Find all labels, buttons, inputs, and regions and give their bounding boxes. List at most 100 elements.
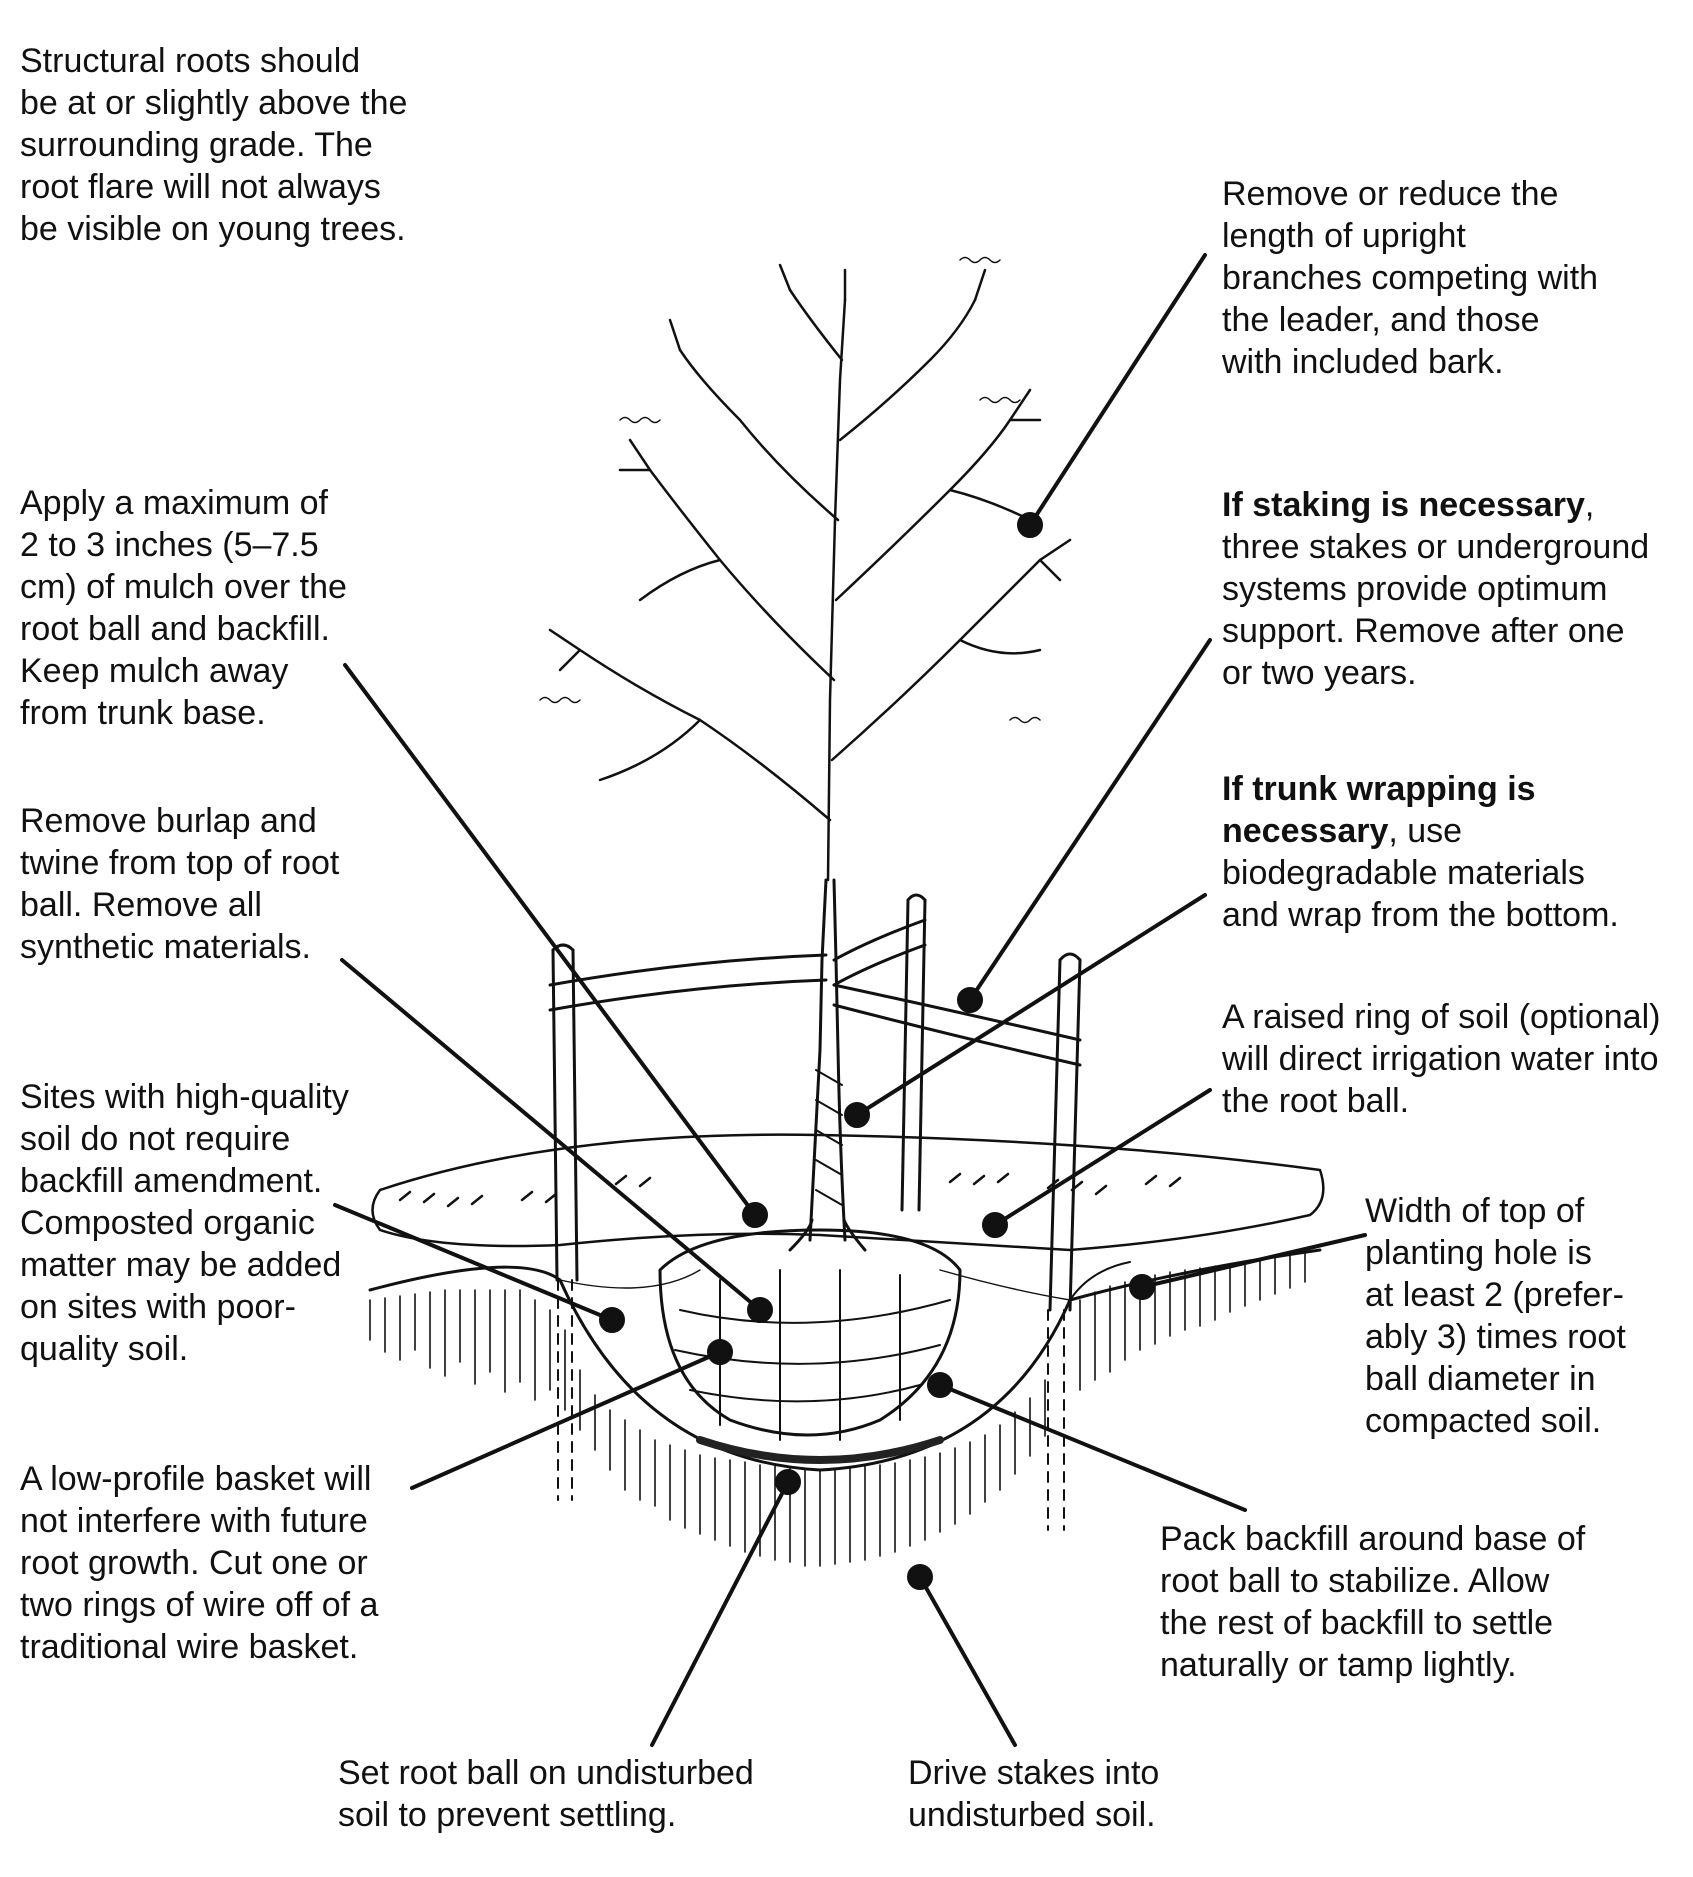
callout-line: soil to prevent settling. xyxy=(338,1796,677,1834)
callout-line: Remove burlap and xyxy=(20,802,317,840)
callout-mulch: Apply a maximum of 2 to 3 inches (5–7.5 … xyxy=(20,482,347,734)
callout-raised-ring: A raised ring of soil (optional) will di… xyxy=(1222,996,1660,1122)
callout-line: Keep mulch away xyxy=(20,652,289,690)
callout-line: Sites with high-quality xyxy=(20,1078,349,1116)
leader-pack-backfill xyxy=(938,1383,1247,1512)
mulch-layer xyxy=(371,1133,1325,1252)
callout-line: 2 to 3 inches (5–7.5 xyxy=(20,526,319,564)
callout-line: the rest of backfill to settle xyxy=(1160,1604,1554,1642)
callout-line: soil do not require xyxy=(20,1120,291,1158)
callout-line: cm) of mulch over the xyxy=(20,568,347,606)
callout-structural-roots: Structural roots should be at or slightl… xyxy=(20,40,407,250)
callout-line: and wrap from the bottom. xyxy=(1222,896,1619,934)
callout-bold: If trunk wrapping is xyxy=(1222,770,1536,808)
callout-line: naturally or tamp lightly. xyxy=(1160,1646,1517,1684)
callout-line: necessary, use xyxy=(1222,810,1619,852)
leader-dot-backfill-amend xyxy=(599,1307,625,1333)
callout-line: ball. Remove all xyxy=(20,886,262,924)
callout-backfill-amendment: Sites with high-quality soil do not requ… xyxy=(20,1076,349,1370)
callout-line: backfill amendment. xyxy=(20,1162,323,1200)
leader-burlap xyxy=(340,958,762,1312)
callout-line: be at or slightly above the xyxy=(20,84,408,122)
callout-leaders xyxy=(333,253,1367,1747)
callout-hole-width: Width of top of planting hole is at leas… xyxy=(1365,1190,1626,1442)
leader-dot-raised-ring xyxy=(982,1212,1008,1238)
callout-line: matter may be added xyxy=(20,1246,342,1284)
callout-line: Structural roots should xyxy=(20,42,361,80)
callout-line: ball diameter in xyxy=(1365,1360,1596,1398)
callout-line: not interfere with future xyxy=(20,1502,368,1540)
callout-bold: If staking is necessary xyxy=(1222,486,1585,524)
leader-set-root-ball xyxy=(650,1480,790,1747)
callout-line: the root ball. xyxy=(1222,1082,1410,1120)
callout-pack-backfill: Pack backfill around base of root ball t… xyxy=(1160,1518,1585,1686)
leader-backfill-amend xyxy=(333,1203,614,1322)
callout-line: If staking is necessary, xyxy=(1222,484,1649,526)
callout-line: undisturbed soil. xyxy=(908,1796,1156,1834)
callout-line: biodegradable materials xyxy=(1222,854,1585,892)
undisturbed-soil-hatching xyxy=(369,1253,1306,1567)
callout-line: compacted soil. xyxy=(1365,1402,1602,1440)
leader-dot-pack-backfill xyxy=(927,1372,953,1398)
tree-buds xyxy=(539,256,1041,724)
callout-wrapping: If trunk wrapping is necessary, use biod… xyxy=(1222,768,1619,936)
callout-line: twine from top of root xyxy=(20,844,340,882)
callout-line: Pack backfill around base of xyxy=(1160,1520,1586,1558)
callout-line: ably 3) times root xyxy=(1365,1318,1626,1356)
callout-set-root-ball: Set root ball on undisturbed soil to pre… xyxy=(338,1752,754,1836)
callout-line: or two years. xyxy=(1222,654,1417,692)
callout-line: on sites with poor- xyxy=(20,1288,296,1326)
leader-basket xyxy=(410,1350,722,1490)
callout-line: surrounding grade. The xyxy=(20,126,373,164)
leader-dot-drive-stakes xyxy=(907,1564,933,1590)
leader-hole-width xyxy=(1140,1233,1367,1289)
callout-line: the leader, and those xyxy=(1222,301,1540,339)
callout-text: , xyxy=(1584,486,1595,524)
leader-drive-stakes xyxy=(918,1575,1017,1747)
callout-line: length of upright xyxy=(1222,217,1466,255)
callout-line: three stakes or underground xyxy=(1222,528,1650,566)
callout-line: planting hole is xyxy=(1365,1234,1592,1272)
tree-branches xyxy=(548,263,1072,882)
callout-burlap: Remove burlap and twine from top of root… xyxy=(20,800,339,968)
leader-dot-burlap xyxy=(747,1297,773,1323)
callout-line: support. Remove after one xyxy=(1222,612,1625,650)
callout-drive-stakes: Drive stakes into undisturbed soil. xyxy=(908,1752,1159,1836)
callout-line: synthetic materials. xyxy=(20,928,311,966)
planting-hole xyxy=(368,1248,1322,1472)
leader-dot-wrapping xyxy=(844,1102,870,1128)
callout-line: branches competing with xyxy=(1222,259,1599,297)
leader-dot-set-root-ball xyxy=(775,1469,801,1495)
callout-line: Drive stakes into xyxy=(908,1754,1160,1792)
callout-basket: A low-profile basket will not interfere … xyxy=(20,1458,378,1668)
callout-remove-branches: Remove or reduce the length of upright b… xyxy=(1222,173,1598,383)
callout-line: two rings of wire off of a xyxy=(20,1586,379,1624)
leader-dot-basket xyxy=(707,1339,733,1365)
callout-line: with included bark. xyxy=(1222,343,1504,381)
callout-line: at least 2 (prefer- xyxy=(1365,1276,1624,1314)
callout-line: Remove or reduce the xyxy=(1222,175,1559,213)
callout-line: quality soil. xyxy=(20,1330,189,1368)
callout-line: Composted organic xyxy=(20,1204,315,1242)
callout-line: root flare will not always xyxy=(20,168,381,206)
callout-line: root ball to stabilize. Allow xyxy=(1160,1562,1550,1600)
stake-straps xyxy=(548,918,1082,1067)
callout-line: A raised ring of soil (optional) xyxy=(1222,998,1661,1036)
trunk xyxy=(788,878,867,1252)
callout-line: will direct irrigation water into xyxy=(1222,1040,1659,1078)
callout-bold: necessary xyxy=(1222,812,1389,850)
leader-raised-ring xyxy=(993,1088,1212,1227)
leader-dot-staking xyxy=(957,987,983,1013)
callout-line: traditional wire basket. xyxy=(20,1628,359,1666)
callout-line: A low-profile basket will xyxy=(20,1460,372,1498)
callout-line: Set root ball on undisturbed xyxy=(338,1754,754,1792)
callout-line: be visible on young trees. xyxy=(20,210,406,248)
leader-dot-mulch xyxy=(742,1202,768,1228)
callout-line: root growth. Cut one or xyxy=(20,1544,368,1582)
callout-line: systems provide optimum xyxy=(1222,570,1608,608)
leader-remove-branches xyxy=(1028,253,1207,527)
callout-staking: If staking is necessary, three stakes or… xyxy=(1222,484,1649,694)
callout-line: Width of top of xyxy=(1365,1192,1585,1230)
